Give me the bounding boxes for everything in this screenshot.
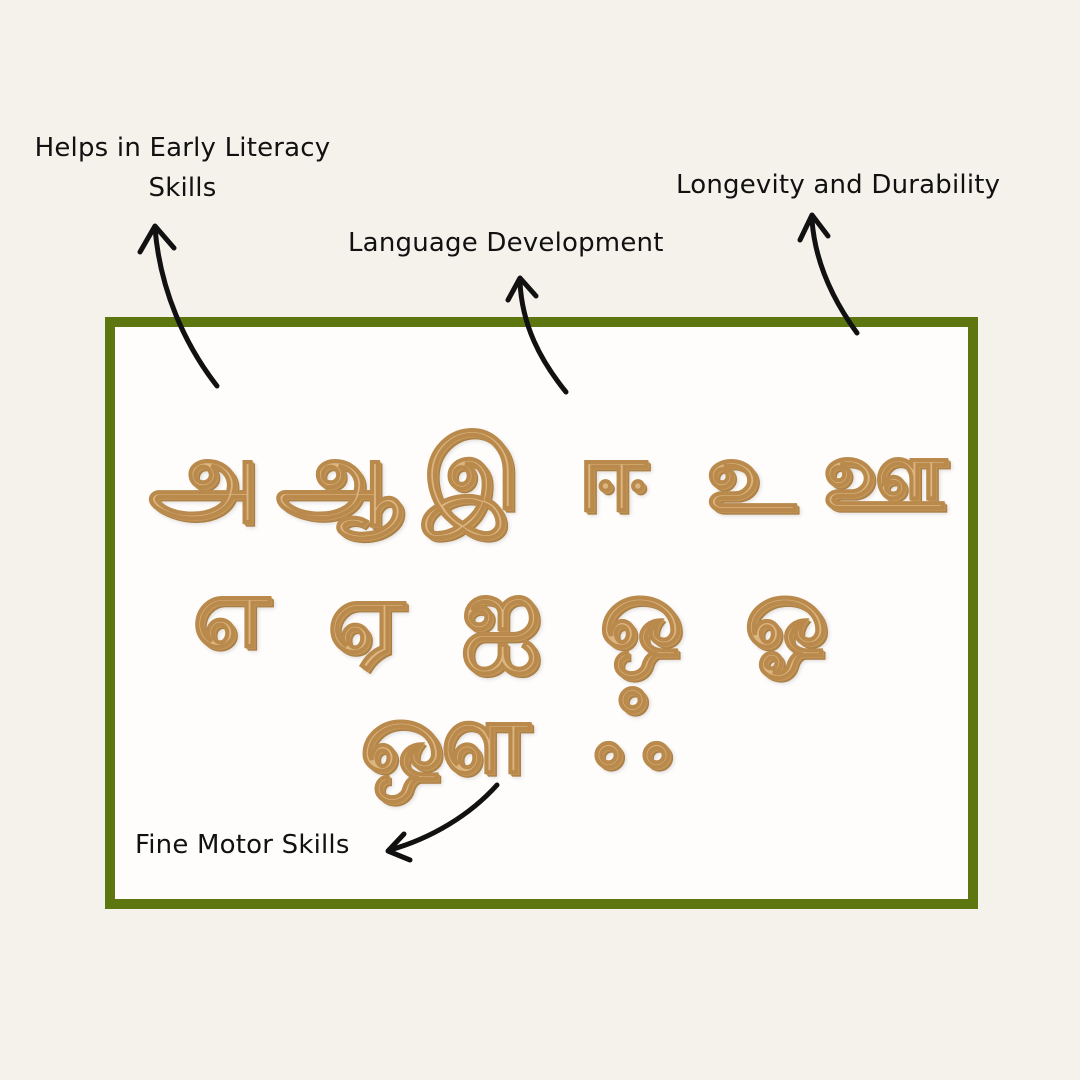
wooden-letter-au: ஔ xyxy=(359,678,531,796)
wooden-letter-a: அ xyxy=(148,416,260,534)
wooden-letter-oo: ஓ xyxy=(744,554,829,672)
label-fine-motor-skills: Fine Motor Skills xyxy=(135,830,350,860)
wooden-letter-u: உ xyxy=(705,416,797,534)
wooden-letter-i: இ xyxy=(422,414,520,532)
wooden-letter-e: எ xyxy=(191,552,271,670)
wooden-letter-o: ஒ xyxy=(599,554,684,672)
wooden-letter-ai: ஐ xyxy=(460,552,542,670)
label-language-development: Language Development xyxy=(348,228,664,258)
curved-arrow-icon xyxy=(797,212,860,336)
wooden-letter-aytham: ஃ xyxy=(593,672,672,790)
wooden-letter-ii: ஈ xyxy=(577,416,649,534)
label-longevity-durability: Longevity and Durability xyxy=(676,170,1001,200)
wooden-letter-uu: ஊ xyxy=(821,414,948,532)
wooden-letter-ee: ஏ xyxy=(327,557,406,675)
wooden-letter-aa: ஆ xyxy=(275,416,403,534)
label-early-literacy: Helps in Early Literacy Skills xyxy=(34,133,331,203)
